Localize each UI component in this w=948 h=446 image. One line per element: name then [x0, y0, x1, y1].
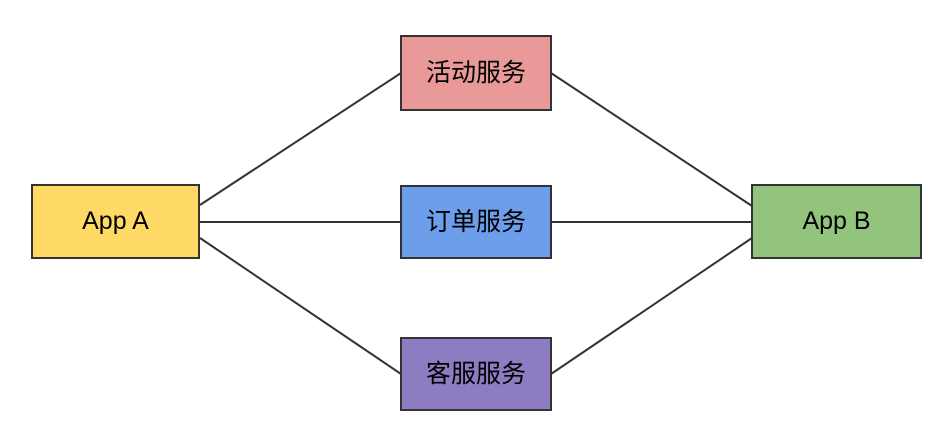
connector-support-to-appb	[550, 237, 753, 375]
node-activity-service-label: 活动服务	[425, 58, 526, 87]
node-app-a: App A	[31, 184, 200, 259]
node-activity-service: 活动服务	[400, 35, 552, 111]
node-support-service-label: 客服服务	[425, 359, 526, 388]
connector-appa-to-support	[199, 237, 402, 375]
node-order-service: 订单服务	[400, 185, 552, 259]
connector-appa-to-activity	[199, 72, 402, 206]
connector-activity-to-appb	[550, 72, 753, 207]
node-app-a-label: App A	[82, 207, 149, 235]
node-app-b-label: App B	[802, 207, 871, 235]
node-support-service: 客服服务	[400, 337, 552, 411]
node-app-b: App B	[751, 184, 922, 259]
node-order-service-label: 订单服务	[425, 207, 526, 236]
